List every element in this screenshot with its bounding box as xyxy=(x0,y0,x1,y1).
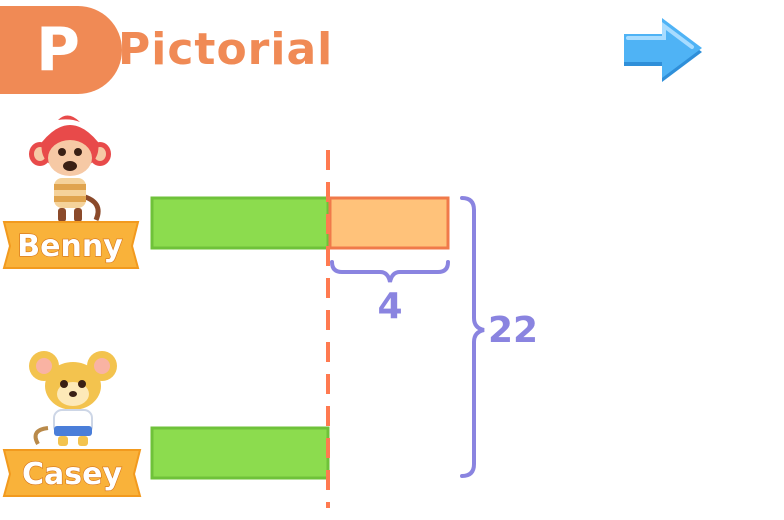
difference-bracket xyxy=(330,260,450,283)
badge-letter: P xyxy=(36,15,80,85)
total-label: 22 xyxy=(488,310,538,351)
p-badge xyxy=(0,6,122,94)
casey-mouse-icon xyxy=(29,351,117,446)
next-arrow-icon[interactable] xyxy=(618,12,706,84)
benny-nameplate: Benny xyxy=(2,221,140,269)
benny-monkey-icon xyxy=(29,115,111,222)
casey-green-bar xyxy=(150,426,330,480)
page-title: Pictorial xyxy=(118,24,334,75)
benny-difference-bar xyxy=(328,196,450,250)
benny-name-label: Benny xyxy=(17,229,123,264)
benny-green-bar xyxy=(150,196,330,250)
casey-name-label: Casey xyxy=(22,457,122,492)
total-bracket xyxy=(460,196,485,478)
casey-nameplate: Casey xyxy=(2,449,142,497)
header-tag: P Pictorial xyxy=(0,6,336,94)
difference-label: 4 xyxy=(377,286,402,327)
